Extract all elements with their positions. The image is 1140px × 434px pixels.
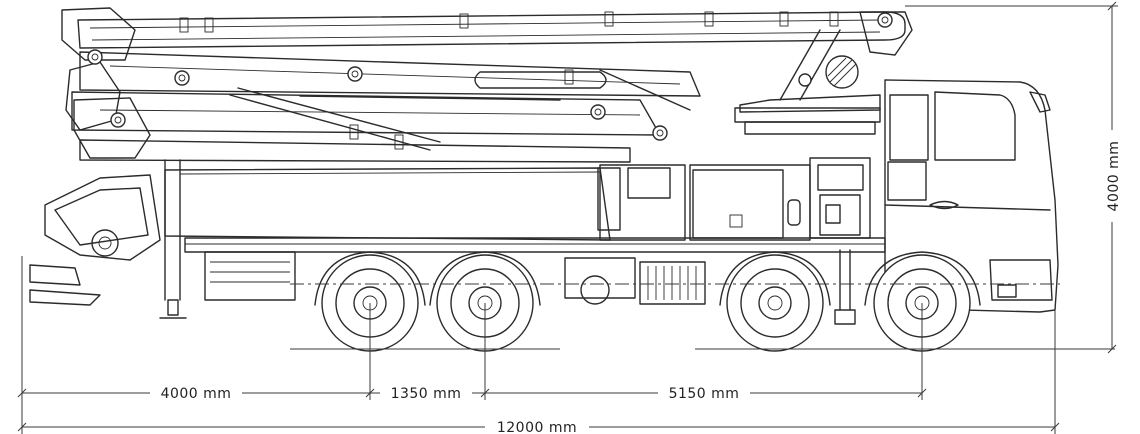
dimension-lines [17,1,1118,434]
overall-length-label: 12000 mm [497,420,577,434]
rear-hopper [29,159,187,319]
truck-cab [884,79,1059,313]
folded-boom [61,7,913,163]
dimension-labels: 4000 mm 1350 mm 5150 mm 12000 mm 4000 mm [150,130,1122,434]
wheelbase-label: 5150 mm [669,386,740,402]
pump-body [164,157,871,241]
tandem-spacing-label: 1350 mm [391,386,462,402]
total-height-label: 4000 mm [1106,141,1122,212]
wheels [314,251,981,352]
chassis-frame [184,237,886,325]
wheel-front-2 [719,251,831,352]
rear-overhang-label: 4000 mm [161,386,232,402]
